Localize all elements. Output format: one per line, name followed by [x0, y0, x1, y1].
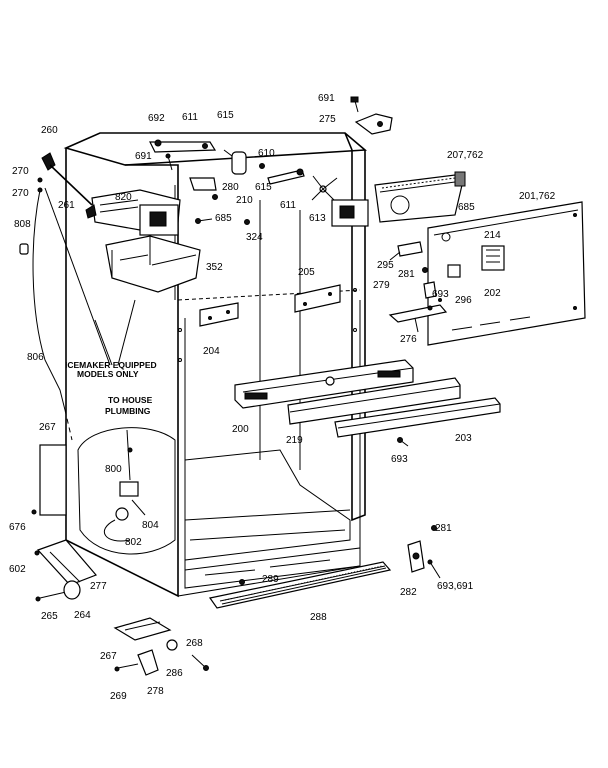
water-line: [19, 177, 136, 441]
label-270-lower: 270: [12, 188, 29, 199]
label-804: 804: [142, 520, 159, 531]
label-277: 277: [90, 581, 107, 592]
icemaker-note: ICEMAKER EQUIPPED MODELS ONLY: [65, 360, 157, 379]
label-205: 205: [298, 267, 315, 278]
label-610: 610: [258, 148, 275, 159]
label-692: 692: [148, 113, 165, 124]
label-676: 676: [9, 522, 26, 533]
top-hardware: [149, 96, 466, 227]
label-808: 808: [14, 219, 31, 230]
control-panel: [388, 201, 586, 346]
label-281-upper: 281: [398, 269, 415, 280]
label-204: 204: [203, 346, 220, 357]
part-labels: 691 275 207,762 201,762 260 692 611 615 …: [9, 93, 556, 702]
label-264: 264: [74, 610, 91, 621]
label-270-upper: 270: [12, 166, 29, 177]
label-269: 269: [110, 691, 127, 702]
label-276: 276: [400, 334, 417, 345]
label-806: 806: [27, 352, 44, 363]
label-613: 613: [309, 213, 326, 224]
label-275: 275: [319, 114, 336, 125]
label-685-right: 685: [458, 202, 475, 213]
label-693-panel: 693: [432, 289, 449, 300]
label-693-691: 693,691: [437, 581, 474, 592]
label-267-panel: 267: [39, 422, 56, 433]
label-611-top: 611: [182, 112, 198, 123]
icemaker-assembly: [41, 152, 201, 293]
label-289: 289: [262, 574, 279, 585]
label-615-mid: 615: [255, 182, 272, 193]
plumbing-detail: [31, 427, 176, 555]
label-685-left: 685: [215, 213, 232, 224]
label-602: 602: [9, 564, 26, 575]
lower-parts: [34, 525, 441, 676]
label-260: 260: [41, 125, 58, 136]
label-201-762: 201,762: [519, 191, 556, 202]
label-210: 210: [236, 195, 253, 206]
label-286: 286: [166, 668, 183, 679]
label-278: 278: [147, 686, 164, 697]
label-295: 295: [377, 260, 394, 271]
label-279: 279: [373, 280, 390, 291]
label-265: 265: [41, 611, 58, 622]
label-693-rail: 693: [391, 454, 408, 465]
label-802: 802: [125, 537, 142, 548]
label-288: 288: [310, 612, 327, 623]
label-261: 261: [58, 200, 75, 211]
label-352: 352: [206, 262, 223, 273]
label-691-left: 691: [135, 151, 152, 162]
label-282: 282: [400, 587, 417, 598]
label-611-mid: 611: [280, 200, 296, 211]
label-203: 203: [455, 433, 472, 444]
label-202: 202: [484, 288, 501, 299]
label-615-top: 615: [217, 110, 234, 121]
label-820: 820: [115, 192, 132, 203]
label-691-top: 691: [318, 93, 335, 104]
plumbing-note-line1: TO HOUSE: [108, 395, 153, 405]
label-267-hinge: 267: [100, 651, 117, 662]
label-800: 800: [105, 464, 122, 475]
label-280: 280: [222, 182, 239, 193]
label-324: 324: [246, 232, 263, 243]
icemaker-note-line2: MODELS ONLY: [77, 369, 139, 379]
label-214: 214: [484, 230, 501, 241]
label-281-lower: 281: [435, 523, 452, 534]
label-268: 268: [186, 638, 203, 649]
interior-brackets: [199, 284, 501, 447]
label-207-762: 207,762: [447, 150, 484, 161]
plumbing-note: TO HOUSE PLUMBING: [105, 395, 153, 416]
plumbing-note-line2: PLUMBING: [105, 406, 151, 416]
label-296: 296: [455, 295, 472, 306]
icemaker-note-line1: ICEMAKER EQUIPPED: [65, 360, 157, 370]
label-200: 200: [232, 424, 249, 435]
label-219: 219: [286, 435, 303, 446]
